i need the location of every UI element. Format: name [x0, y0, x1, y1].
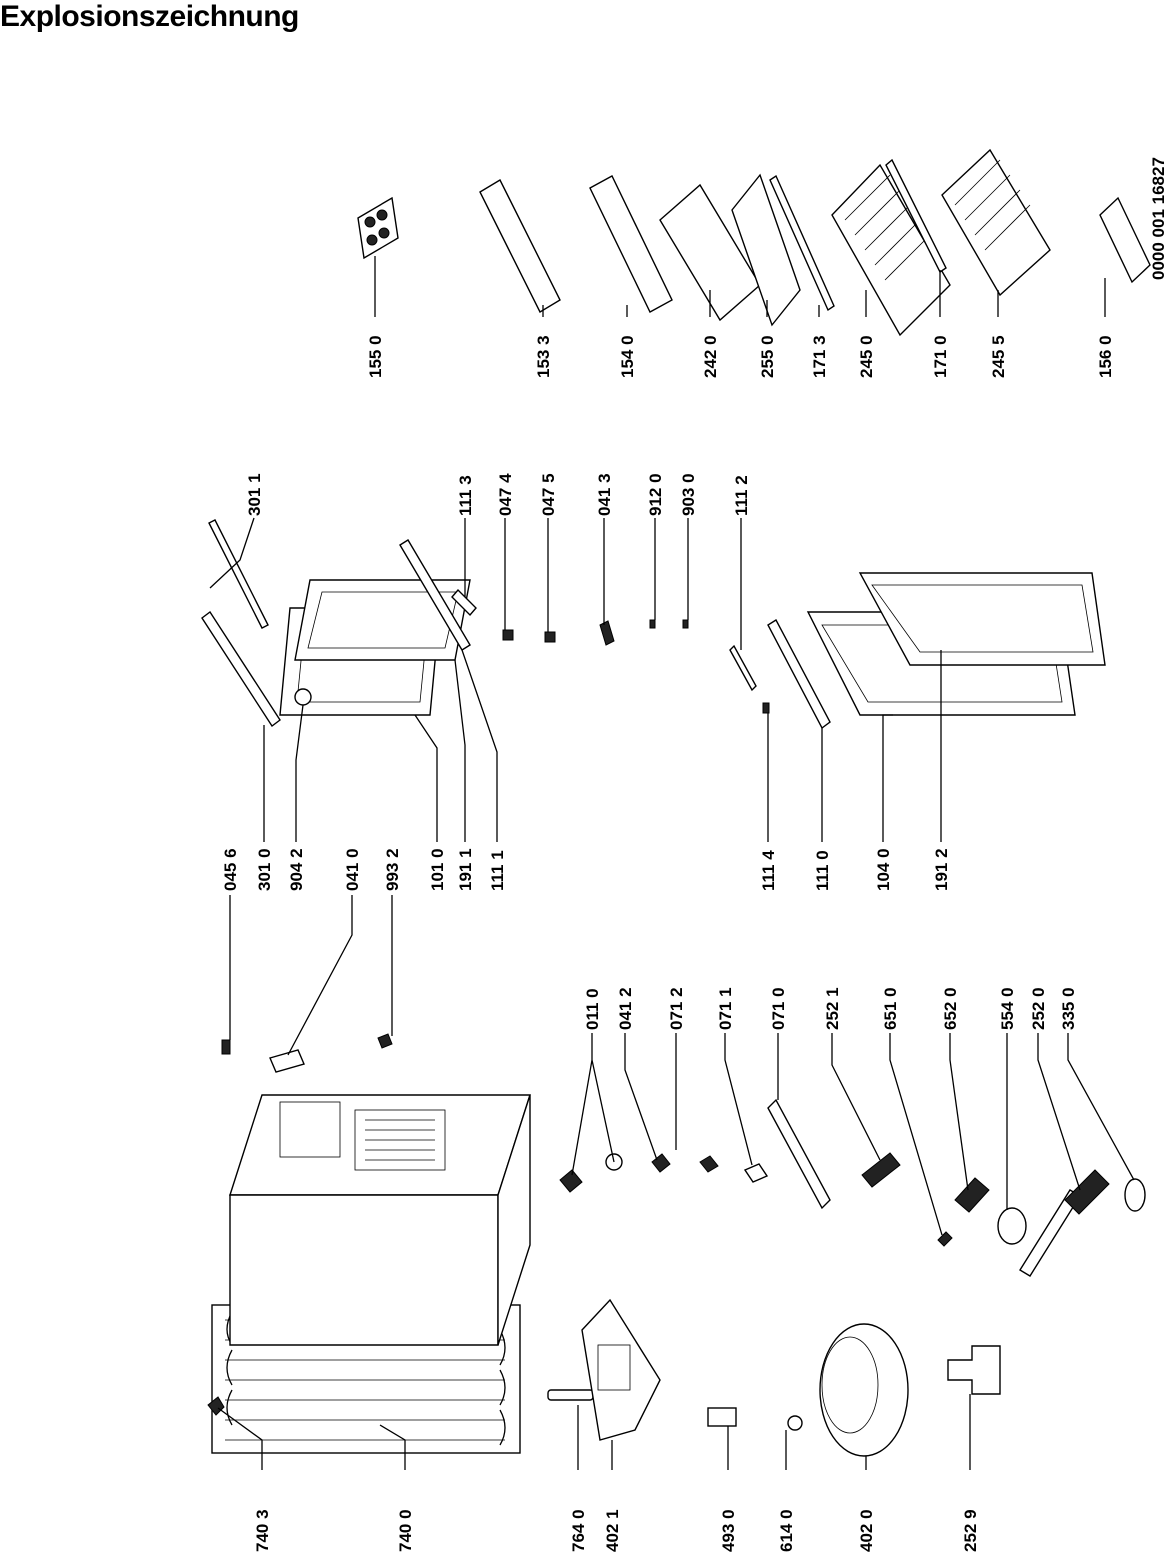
- part-label-045-6: 045 6: [221, 848, 240, 891]
- part-label-191-1: 191 1: [456, 848, 475, 891]
- part-label-101-0: 101 0: [428, 848, 447, 891]
- part-label-111-4: 111 4: [759, 850, 778, 891]
- part-label-171-3: 171 3: [810, 335, 829, 378]
- part-label-041-0: 041 0: [343, 848, 362, 891]
- part-label-071-2: 071 2: [667, 987, 686, 1030]
- part-label-245-0: 245 0: [857, 335, 876, 378]
- part-label-191-2: 191 2: [932, 848, 951, 891]
- part-label-301-1: 301 1: [245, 473, 264, 516]
- part-label-041-3: 041 3: [595, 473, 614, 516]
- part-label-912-0: 912 0: [646, 473, 665, 516]
- document-code: 0000 001 16827: [1149, 157, 1168, 280]
- part-label-111-2: 111 2: [732, 475, 751, 516]
- leader-lines: [209, 256, 1135, 1470]
- part-label-402-1: 402 1: [603, 1509, 622, 1552]
- part-label-153-3: 153 3: [534, 335, 553, 378]
- part-label-764-0: 764 0: [569, 1509, 588, 1552]
- page-title: Explosionszeichnung: [0, 0, 299, 33]
- parts-layer: [201, 148, 1151, 1457]
- part-label-104-0: 104 0: [874, 848, 893, 891]
- part-label-071-0: 071 0: [769, 987, 788, 1030]
- part-label-301-0: 301 0: [255, 848, 274, 891]
- part-label-011-0: 011 0: [583, 988, 602, 1030]
- part-label-652-0: 652 0: [941, 987, 960, 1030]
- part-label-904-2: 904 2: [287, 848, 306, 891]
- part-label-155-0: 155 0: [366, 335, 385, 378]
- part-label-335-0: 335 0: [1059, 987, 1078, 1030]
- part-label-245-5: 245 5: [989, 335, 1008, 378]
- part-label-047-4: 047 4: [496, 473, 515, 516]
- part-label-252-9: 252 9: [961, 1509, 980, 1552]
- part-label-041-2: 041 2: [616, 987, 635, 1030]
- part-label-740-3: 740 3: [253, 1509, 272, 1552]
- part-label-651-0: 651 0: [881, 987, 900, 1030]
- part-label-740-0: 740 0: [396, 1509, 415, 1552]
- part-label-111-3: 111 3: [456, 475, 475, 516]
- part-label-402-0: 402 0: [857, 1509, 876, 1552]
- part-label-252-1: 252 1: [823, 987, 842, 1030]
- part-label-993-2: 993 2: [383, 848, 402, 891]
- part-label-614-0: 614 0: [777, 1509, 796, 1552]
- part-label-255-0: 255 0: [758, 335, 777, 378]
- part-label-154-0: 154 0: [618, 335, 637, 378]
- part-label-111-1: 111 1: [488, 850, 507, 891]
- part-label-554-0: 554 0: [998, 987, 1017, 1030]
- part-label-071-1: 071 1: [716, 987, 735, 1030]
- part-label-242-0: 242 0: [701, 335, 720, 378]
- part-label-111-0: 111 0: [813, 850, 832, 891]
- part-label-171-0: 171 0: [931, 335, 950, 378]
- part-label-903-0: 903 0: [679, 473, 698, 516]
- part-label-156-0: 156 0: [1096, 335, 1115, 378]
- part-label-493-0: 493 0: [719, 1509, 738, 1552]
- part-label-252-0: 252 0: [1029, 987, 1048, 1030]
- part-number-labels: 740 3 740 0 764 0 402 1 493 0 614 0 402 …: [221, 157, 1168, 1552]
- part-label-047-5: 047 5: [539, 473, 558, 516]
